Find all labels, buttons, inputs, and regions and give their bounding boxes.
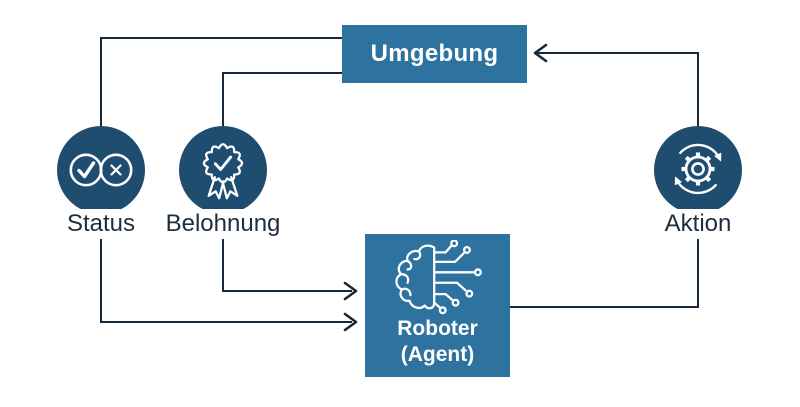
circuit-node [449,240,458,248]
circuit-node [438,306,447,315]
circuit-trace [432,301,441,309]
cross-mark [110,164,122,176]
circuit-trace [432,281,467,292]
cycle-arrowhead-bottom [674,176,682,186]
brain-fold [399,273,409,284]
wire-status-to-roboter [100,214,352,323]
ribbon-left [207,176,225,200]
ribbon-right [221,176,239,200]
action-label: Aktion [658,209,738,239]
wire-belohnung-to-roboter [222,214,352,292]
arrowhead-into-umgebung [533,43,548,63]
circuit-trace [432,252,465,263]
reward-label: Belohnung [159,209,287,239]
circuit-trace [432,244,452,254]
arrowhead-into-roboter-upper [343,281,358,301]
brain-fold [405,259,412,271]
action-node [654,126,742,214]
wire-umgebung-to-belohnung [222,72,342,126]
check-mark [213,155,233,171]
status-label: Status [60,209,142,239]
wire-roboter-to-aktion [510,214,699,308]
circuit-node [462,245,471,254]
gear-body [684,155,712,183]
brain-outline [394,244,435,310]
environment-label: Umgebung [370,40,499,67]
agent-label-line1: Roboter [397,317,478,340]
cycle-arc-top [678,143,721,160]
award-badge-icon [179,126,267,214]
cycle-arrowhead-top [714,152,722,162]
gear-hole [691,162,705,176]
circuit-node [473,268,482,277]
status-node [57,126,145,214]
brain-circuit-icon [394,240,482,315]
agent-box: Roboter (Agent) [365,234,510,377]
cycle-arc-bottom [675,178,718,195]
reward-node [179,126,267,214]
circuit-trace [432,293,453,301]
rosette-seal [202,143,244,184]
check-cross-circles-icon [57,126,145,214]
gear-cycle-icon [654,126,742,214]
wire-aktion-to-umgebung [537,52,699,126]
check-mark [77,161,96,179]
wire-umgebung-to-status [100,37,342,126]
environment-box: Umgebung [342,25,527,83]
arrowhead-into-roboter-lower [343,312,358,332]
circuit-node [464,289,473,298]
brain-fold [412,250,421,261]
agent-label-line2: (Agent) [400,343,475,366]
brain-fold [400,287,412,297]
circuit-node [451,298,460,307]
